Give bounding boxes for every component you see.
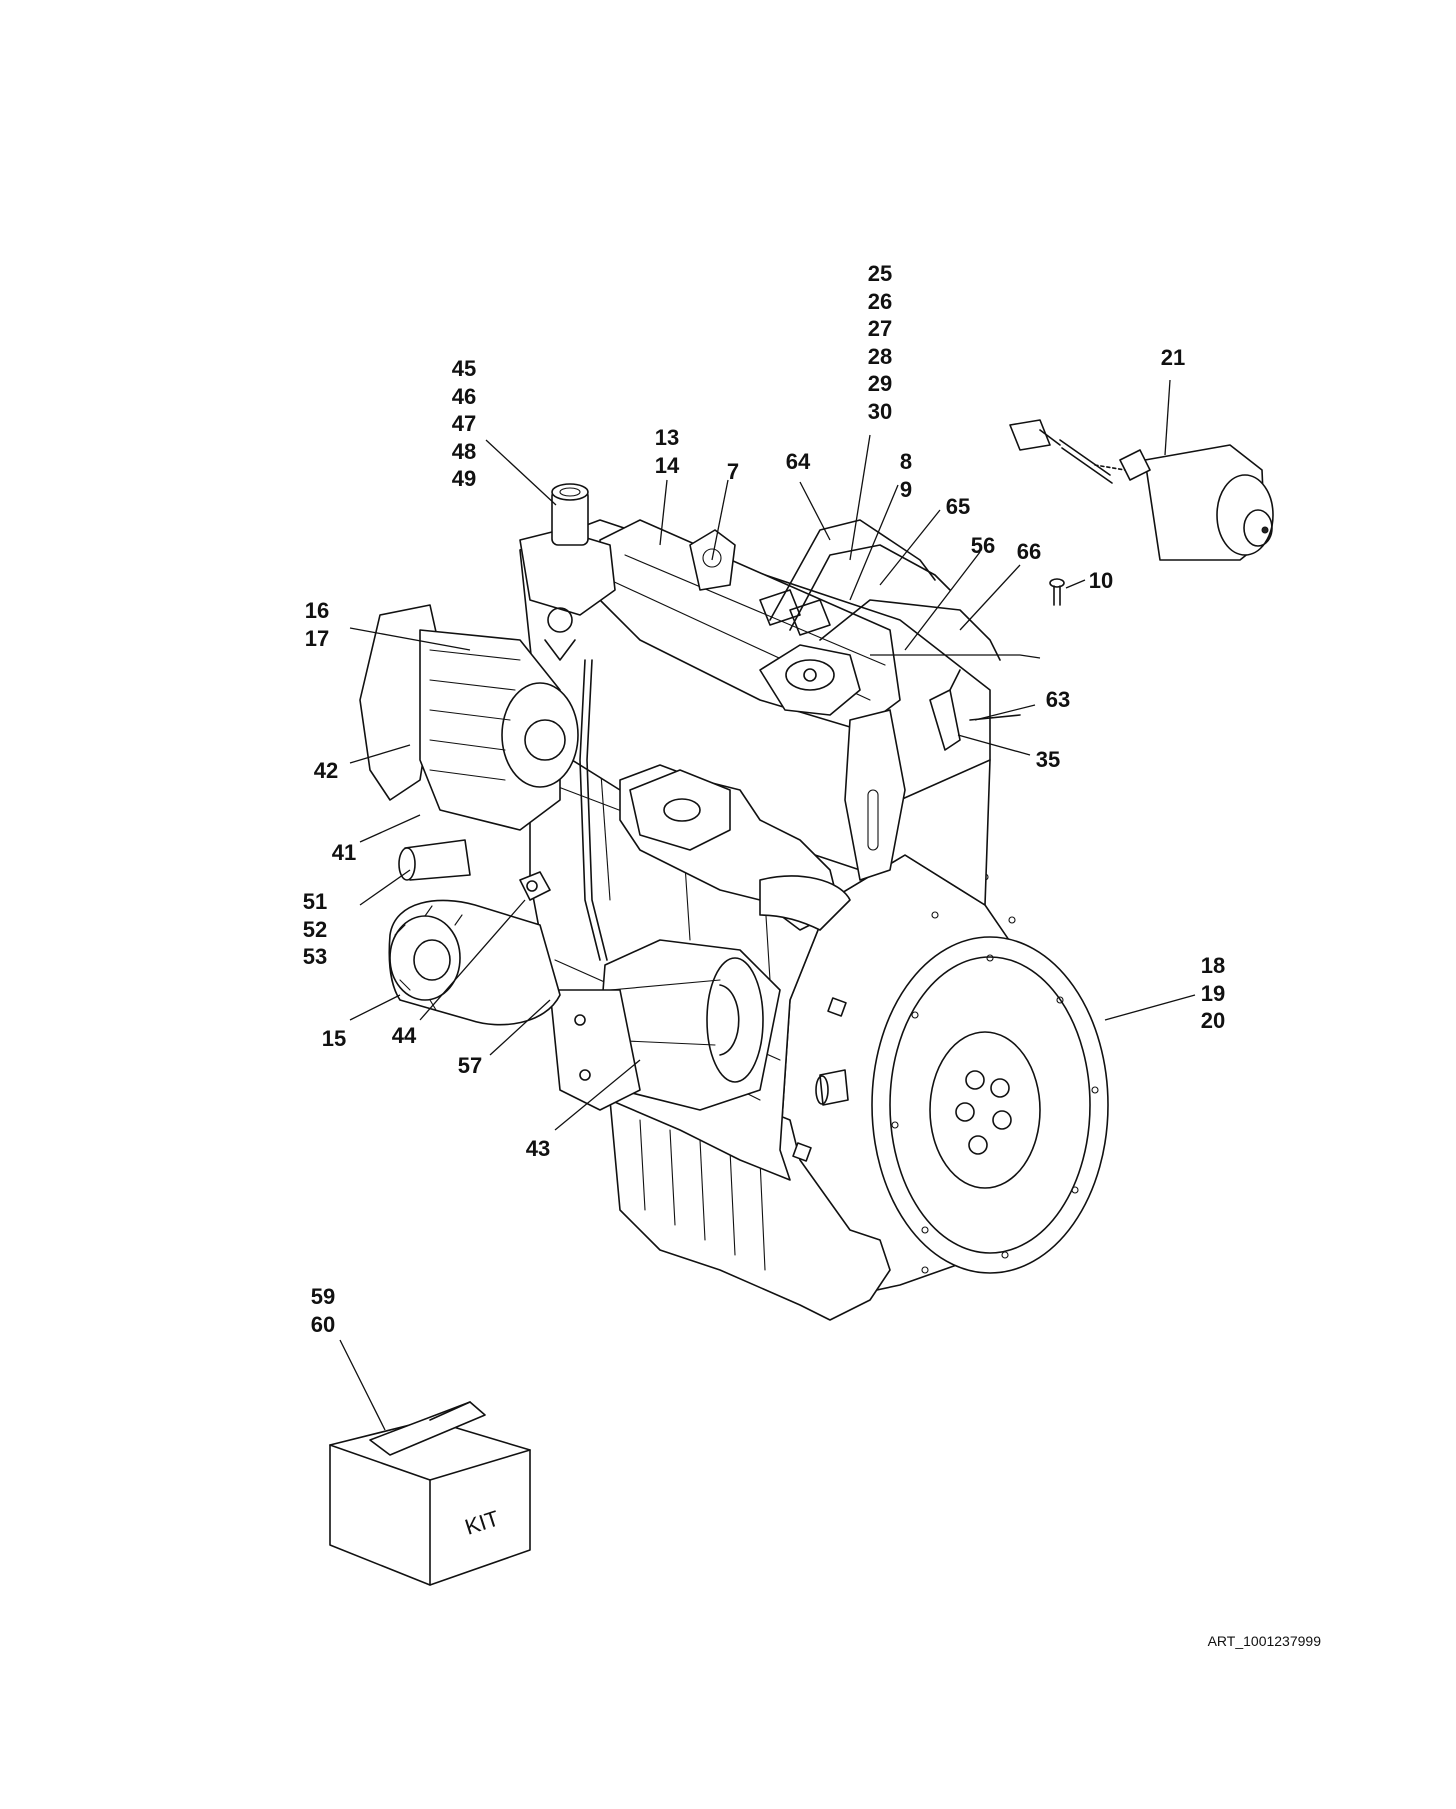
callout-66: 66	[1016, 539, 1042, 564]
injector-line-64	[769, 519, 936, 621]
callout-7: 7	[726, 459, 740, 484]
callout-10: 10	[1088, 568, 1114, 593]
callout-63: 63	[1045, 687, 1071, 712]
callout-57: 57	[457, 1053, 483, 1078]
bolt-10	[1049, 578, 1065, 606]
leader-lines	[339, 379, 1196, 1431]
dipstick-tube	[579, 659, 601, 961]
injector-line-65	[789, 544, 951, 631]
callout-59: 59 60	[310, 1284, 336, 1337]
callout-45: 45 46 47 48 49	[451, 356, 477, 491]
sensor-35	[929, 689, 961, 751]
lifting-eye	[844, 709, 906, 881]
oil-pressure-switch	[519, 871, 551, 901]
kit-box: KIT	[329, 1401, 531, 1586]
callout-64: 64	[785, 449, 811, 474]
art-id: ART_1001237999	[1207, 1633, 1321, 1649]
callout-25: 25 26 27 28 29 30	[867, 261, 893, 424]
callout-21: 21	[1160, 345, 1186, 370]
callout-43: 43	[525, 1136, 551, 1161]
callout-35: 35	[1035, 747, 1061, 772]
callout-51: 51 52 53	[302, 889, 328, 969]
callout-13: 13 14	[654, 425, 680, 478]
callout-18: 18 19 20	[1200, 953, 1226, 1033]
exhaust-flange	[629, 769, 731, 851]
callout-56: 56	[970, 533, 996, 558]
callout-41: 41	[331, 840, 357, 865]
injector-line-66	[819, 599, 1001, 661]
callout-65: 65	[945, 494, 971, 519]
flywheel-bolts	[955, 1070, 1012, 1155]
callout-44: 44	[391, 1023, 417, 1048]
stop-solenoid	[1009, 419, 1274, 561]
callout-42: 42	[313, 758, 339, 783]
flywheel-holes	[891, 954, 1099, 1259]
oil-pan-ribs	[639, 1119, 766, 1271]
callout-15: 15	[321, 1026, 347, 1051]
callout-8: 8 9	[899, 449, 913, 502]
flywheel	[871, 936, 1109, 1274]
callout-16: 16 17	[304, 598, 330, 651]
